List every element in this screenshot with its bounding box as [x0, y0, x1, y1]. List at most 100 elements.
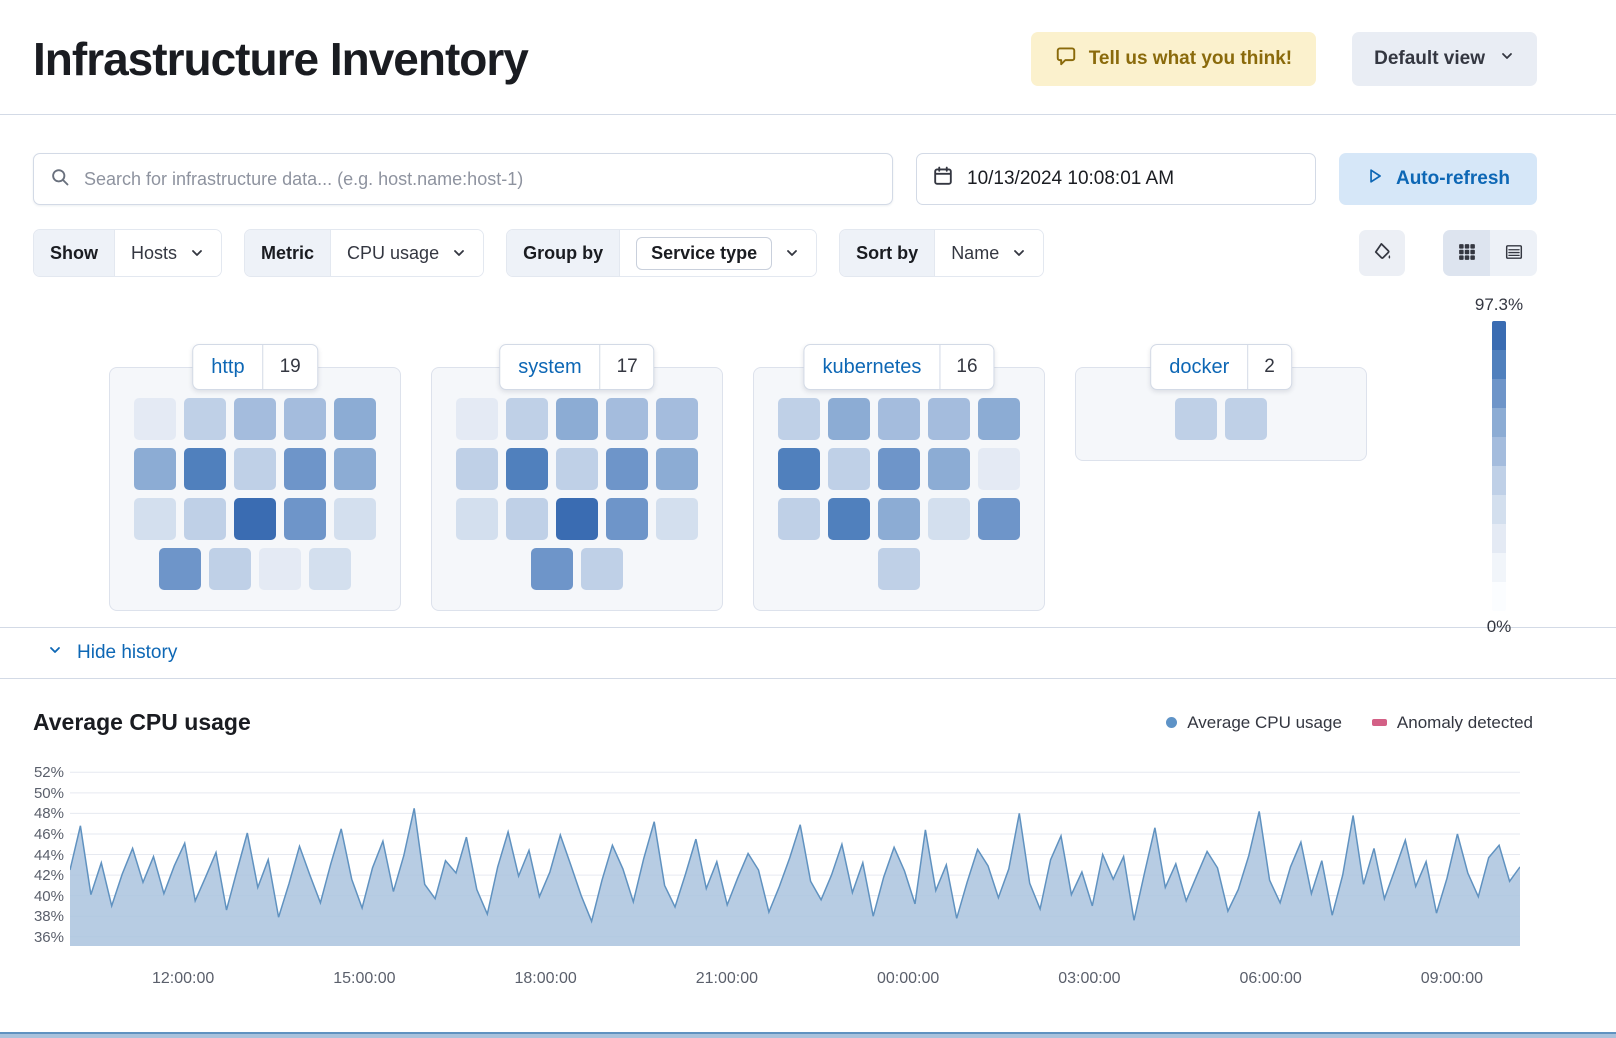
metric-dropdown[interactable]: CPU usage: [331, 230, 484, 276]
host-square[interactable]: [581, 548, 623, 590]
host-square[interactable]: [878, 448, 920, 490]
host-square[interactable]: [606, 448, 648, 490]
cpu-usage-chart[interactable]: [70, 760, 1520, 960]
host-square[interactable]: [928, 498, 970, 540]
host-square[interactable]: [556, 448, 598, 490]
host-square[interactable]: [606, 498, 648, 540]
host-square[interactable]: [878, 498, 920, 540]
host-square[interactable]: [606, 398, 648, 440]
host-square[interactable]: [134, 448, 176, 490]
show-control: Show Hosts: [33, 229, 223, 277]
grid-view-button[interactable]: [1443, 230, 1490, 276]
sort-by-label: Sort by: [840, 230, 936, 276]
chart-title: Average CPU usage: [33, 709, 251, 735]
group-rows: [778, 398, 1020, 590]
feedback-button[interactable]: Tell us what you think!: [1030, 32, 1317, 86]
host-square[interactable]: [309, 548, 351, 590]
host-square[interactable]: [978, 448, 1020, 490]
host-square[interactable]: [234, 498, 276, 540]
host-square[interactable]: [506, 448, 548, 490]
legend-item-cpu[interactable]: Average CPU usage: [1166, 713, 1342, 733]
host-square[interactable]: [531, 548, 573, 590]
date-picker-button[interactable]: 10/13/2024 10:08:01 AM: [916, 153, 1316, 205]
host-square[interactable]: [778, 448, 820, 490]
host-square[interactable]: [656, 398, 698, 440]
host-square[interactable]: [456, 398, 498, 440]
host-square[interactable]: [778, 398, 820, 440]
show-dropdown[interactable]: Hosts: [115, 230, 222, 276]
host-square[interactable]: [184, 498, 226, 540]
host-square[interactable]: [556, 398, 598, 440]
x-tick-label: 21:00:00: [695, 970, 758, 987]
group-name-link[interactable]: docker: [1169, 355, 1230, 378]
view-selector-button[interactable]: Default view: [1352, 32, 1537, 86]
sort-by-dropdown[interactable]: Name: [935, 230, 1044, 276]
host-square[interactable]: [234, 398, 276, 440]
legend-color-button[interactable]: [1359, 230, 1405, 276]
host-square[interactable]: [778, 498, 820, 540]
group-name-link[interactable]: http: [211, 355, 245, 378]
show-label: Show: [34, 230, 115, 276]
table-view-button[interactable]: [1490, 230, 1537, 276]
host-square[interactable]: [928, 448, 970, 490]
group-by-dropdown[interactable]: Service type: [620, 230, 817, 276]
x-tick-label: 03:00:00: [1058, 970, 1121, 987]
host-square[interactable]: [656, 448, 698, 490]
host-square[interactable]: [978, 498, 1020, 540]
host-square[interactable]: [978, 398, 1020, 440]
search-input[interactable]: [82, 167, 876, 191]
host-square[interactable]: [878, 398, 920, 440]
host-square[interactable]: [284, 398, 326, 440]
group-label-divider: [599, 345, 601, 389]
host-square[interactable]: [828, 448, 870, 490]
group-label-divider: [262, 345, 264, 389]
host-square[interactable]: [234, 448, 276, 490]
host-square[interactable]: [828, 398, 870, 440]
legend-anomaly-icon: [1371, 719, 1387, 726]
chevron-down-icon: [1014, 250, 1025, 256]
page-title: Infrastructure Inventory: [33, 33, 529, 85]
host-square[interactable]: [184, 398, 226, 440]
group-rows: [456, 398, 698, 590]
host-square[interactable]: [1175, 398, 1217, 440]
header-actions: Tell us what you think! Default view: [1030, 32, 1537, 86]
hide-history-toggle[interactable]: Hide history: [0, 627, 1616, 679]
auto-refresh-label: Auto-refresh: [1395, 168, 1510, 189]
host-square[interactable]: [506, 498, 548, 540]
group-label-divider: [1247, 345, 1249, 389]
host-square[interactable]: [209, 548, 251, 590]
y-tick-label: 36%: [33, 928, 64, 946]
group-name-link[interactable]: system: [518, 355, 582, 378]
host-square[interactable]: [928, 398, 970, 440]
legend-item-anomaly[interactable]: Anomaly detected: [1371, 713, 1533, 733]
host-square[interactable]: [334, 498, 376, 540]
next-chart-sliver: [0, 1032, 1616, 1038]
auto-refresh-button[interactable]: Auto-refresh: [1339, 153, 1537, 205]
host-square[interactable]: [184, 448, 226, 490]
host-square[interactable]: [134, 398, 176, 440]
host-square[interactable]: [1225, 398, 1267, 440]
host-square[interactable]: [284, 498, 326, 540]
host-square[interactable]: [456, 498, 498, 540]
host-square[interactable]: [334, 448, 376, 490]
host-square[interactable]: [828, 498, 870, 540]
host-square[interactable]: [134, 498, 176, 540]
host-square[interactable]: [878, 548, 920, 590]
host-square[interactable]: [159, 548, 201, 590]
host-square[interactable]: [506, 398, 548, 440]
host-square[interactable]: [656, 498, 698, 540]
host-square[interactable]: [284, 448, 326, 490]
host-square[interactable]: [334, 398, 376, 440]
host-square[interactable]: [556, 498, 598, 540]
host-square[interactable]: [259, 548, 301, 590]
group-by-value[interactable]: Service type: [636, 236, 773, 270]
group-row: [456, 398, 698, 440]
chevron-down-icon: [1499, 48, 1515, 70]
group-row: [134, 398, 376, 440]
group-name-link[interactable]: kubernetes: [822, 355, 922, 378]
host-square[interactable]: [456, 448, 498, 490]
group-row: [1100, 398, 1342, 440]
